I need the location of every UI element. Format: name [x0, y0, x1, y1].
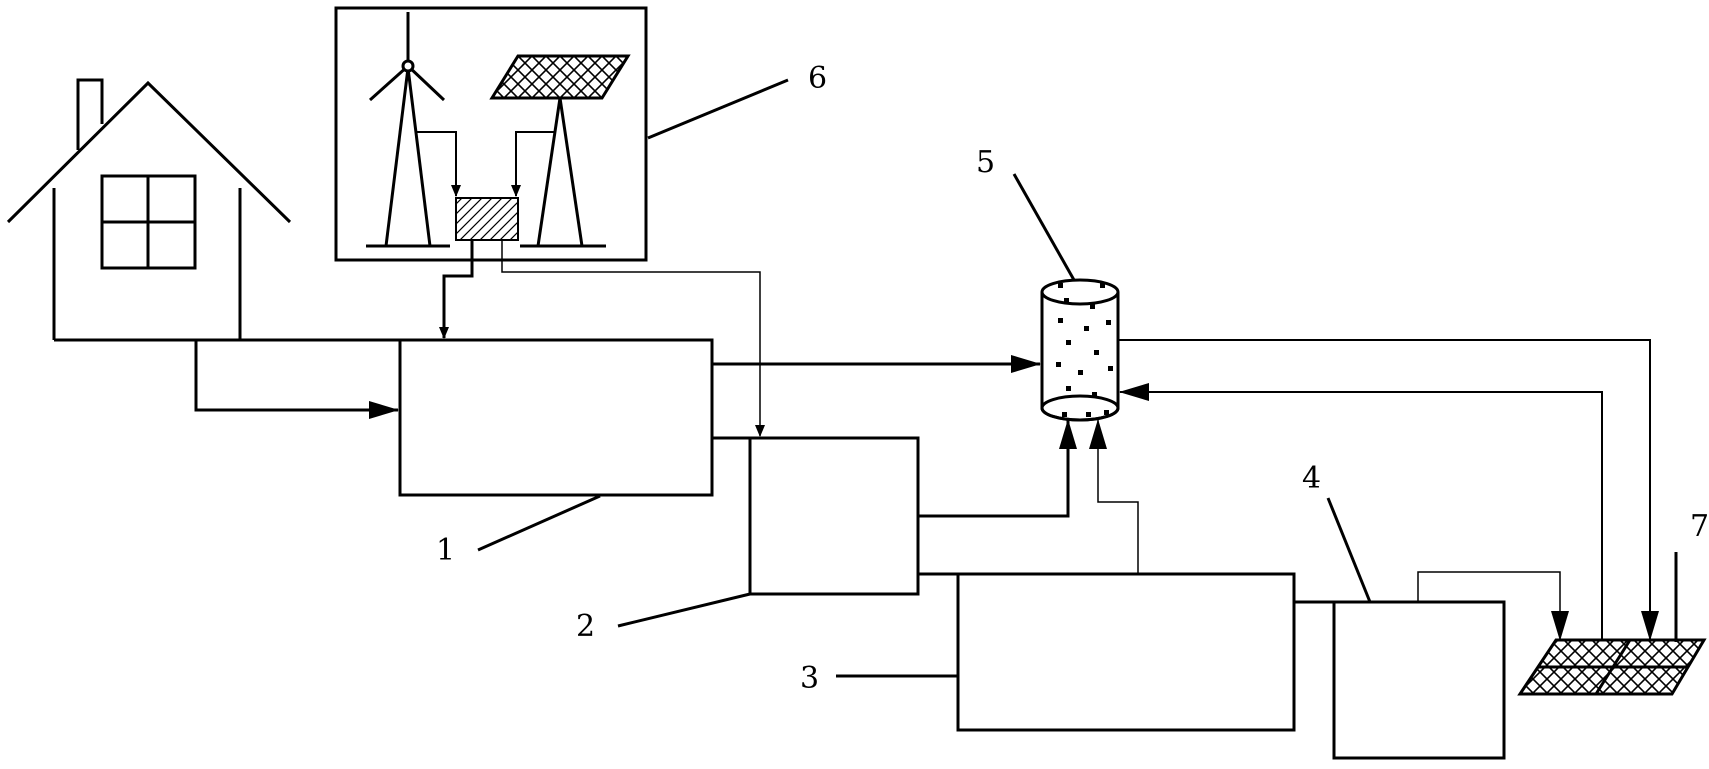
- label-4: 4: [1302, 461, 1321, 496]
- solar-panel-icon: [489, 54, 631, 248]
- controller-to-box2-connector: [501, 240, 765, 437]
- label-1: 1: [436, 533, 455, 568]
- label-3: 3: [800, 661, 819, 696]
- house-to-box1-connector: [194, 340, 399, 419]
- panel-to-tank-connector: [1119, 383, 1603, 640]
- label-7: 7: [1690, 509, 1709, 544]
- wind-turbine-icon: [366, 12, 450, 248]
- box3-to-tank-connector: [1089, 419, 1139, 574]
- label-4-leader: [1326, 497, 1372, 603]
- panel-to-controller-connector: [511, 131, 556, 197]
- turbine-to-controller-connector: [416, 131, 461, 197]
- component-box-2: [748, 436, 920, 596]
- component-box-4: [1332, 600, 1506, 760]
- component-box-3: [956, 572, 1296, 732]
- label-6: 6: [808, 61, 827, 96]
- label-2: 2: [576, 609, 595, 644]
- storage-tank-icon: [1040, 278, 1120, 422]
- tank-to-panel-connector: [1118, 339, 1659, 641]
- label-1-leader: [477, 494, 601, 552]
- box2-to-tank-connector: [918, 419, 1077, 518]
- label-2-leader: [617, 592, 751, 628]
- controller-to-box1-connector: [439, 240, 474, 339]
- house-icon: [6, 78, 292, 340]
- box4-to-panel-connector: [1417, 571, 1569, 641]
- solar-collector-icon: [1517, 638, 1707, 696]
- component-box-1: [398, 338, 714, 497]
- controller-icon: [455, 197, 519, 241]
- renewable-energy-box: [334, 6, 648, 262]
- label-5: 5: [976, 145, 995, 180]
- label-5-leader: [1012, 173, 1076, 281]
- label-6-leader: [647, 78, 789, 140]
